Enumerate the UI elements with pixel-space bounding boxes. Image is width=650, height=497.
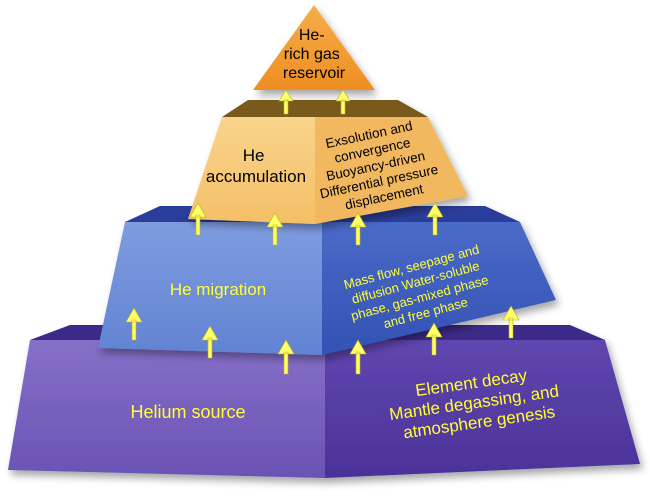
- level-top: [253, 5, 375, 90]
- top-triangle: [253, 5, 375, 90]
- top-title: He- rich gas reservoir: [283, 27, 346, 82]
- migration-front-face: [98, 222, 322, 355]
- up-arrow-icon: [189, 202, 207, 236]
- up-arrow-icon: [125, 307, 143, 341]
- accumulation-top-face: [222, 100, 428, 117]
- arrows: [125, 89, 520, 375]
- up-arrow-icon: [425, 322, 443, 356]
- up-arrow-icon: [349, 339, 367, 375]
- up-arrow-icon: [349, 212, 367, 246]
- accumulation-front-face: [188, 117, 315, 224]
- source-front-face: [8, 340, 325, 478]
- up-arrow-icon: [201, 325, 219, 359]
- level-source: [8, 325, 640, 478]
- up-arrow-icon: [335, 89, 351, 115]
- accumulation-title: He accumulation: [206, 146, 306, 186]
- up-arrow-icon: [278, 89, 294, 115]
- source-title: Helium source: [130, 402, 245, 422]
- source-side-face: [325, 340, 640, 478]
- up-arrow-icon: [502, 305, 520, 339]
- migration-side-face: [322, 222, 556, 355]
- up-arrow-icon: [277, 339, 295, 375]
- migration-title: He migration: [170, 280, 266, 299]
- accumulation-side-face: [315, 117, 468, 224]
- up-arrow-icon: [266, 212, 284, 246]
- up-arrow-icon: [426, 202, 444, 236]
- level-accumulation: [188, 100, 468, 224]
